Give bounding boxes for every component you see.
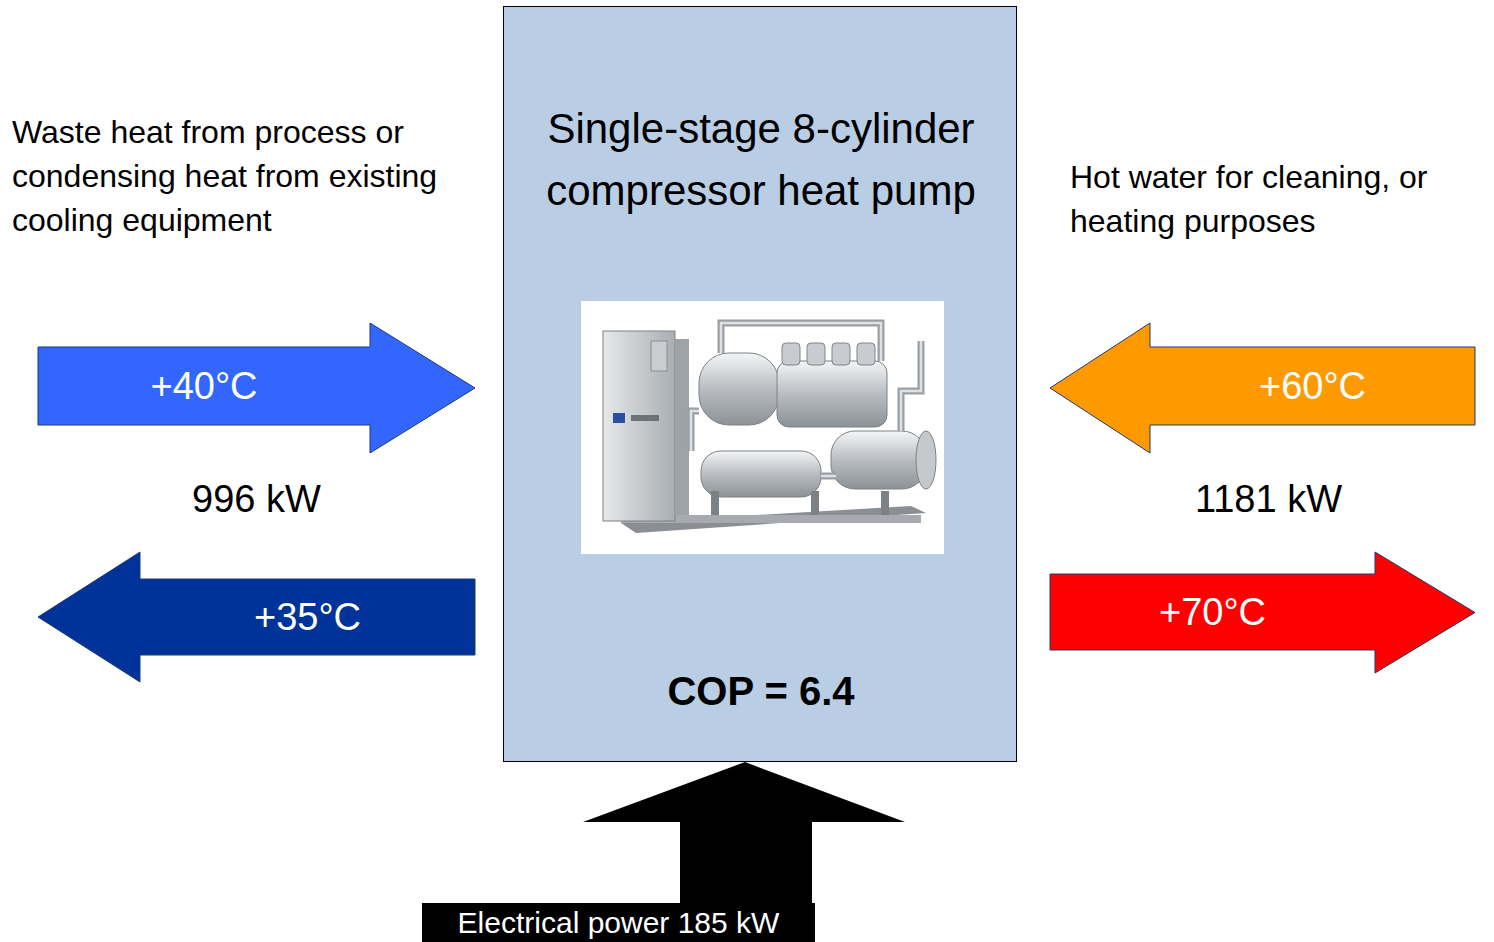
unit-heading: Single-stage 8-cylinder compressor heat … [534,65,988,255]
heat-pump-box: Single-stage 8-cylinder compressor heat … [503,6,1017,762]
temperature-label: +35°C [144,579,471,655]
compressor-photo [581,301,944,554]
power-arrow: Electrical power 185 kW [422,762,905,942]
arrow-body [38,323,475,453]
hot-water-arrow: +70°C [1050,552,1475,673]
sink-power: 1181 kW [1050,474,1487,524]
inflow-arrow: +40°C [38,323,475,453]
sink-note: Hot water for cleaning, or heating purpo… [1070,155,1488,243]
arrow-body [38,552,475,682]
compressor-figure [603,323,936,533]
arrow-body [422,762,905,942]
power-label: Electrical power 185 kW [426,903,811,942]
photo-ground [581,301,944,554]
temperature-label: +70°C [1054,574,1371,650]
source-note: Waste heat from process or condensing he… [12,110,482,242]
arrow-body [1050,552,1475,673]
temperature-label: +40°C [42,347,366,425]
arrow-body [1050,323,1475,453]
temperature-label: +60°C [1154,347,1471,425]
outflow-arrow: +35°C [38,552,475,682]
source-power: 996 kW [38,474,475,524]
return-water-arrow: +60°C [1050,323,1475,453]
cop-value: COP = 6.4 [534,662,988,720]
